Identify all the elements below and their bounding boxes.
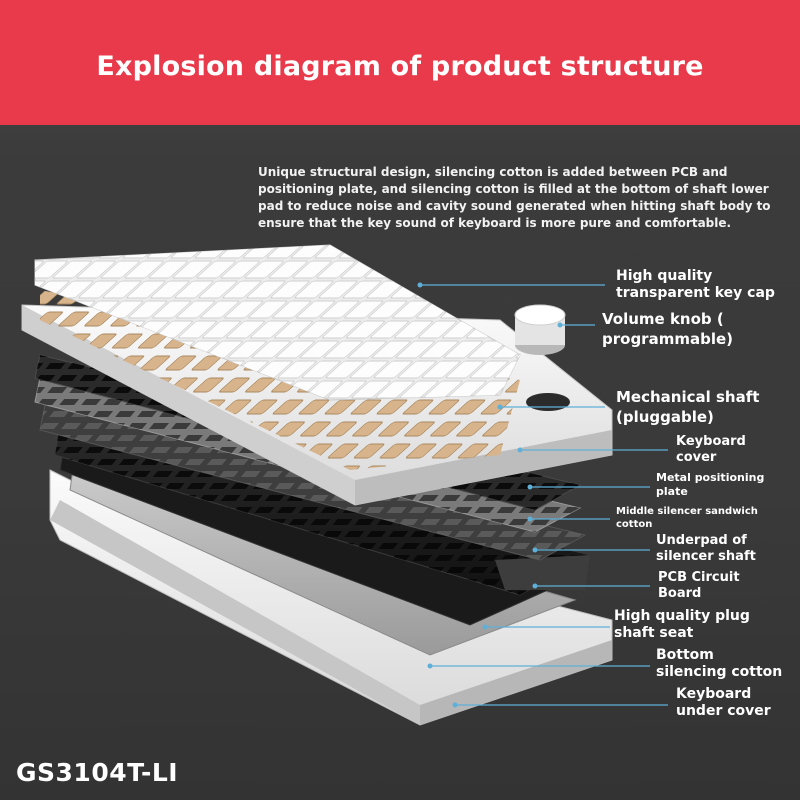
description-text: Unique structural design, silencing cott… <box>258 165 771 230</box>
key-caps <box>34 244 521 401</box>
page-title: Explosion diagram of product structure <box>96 51 704 82</box>
leader-dots <box>417 282 563 708</box>
label-volume-knob: Volume knob (programmable) <box>602 310 733 348</box>
label-mechanical-shaft: Mechanical shaft(pluggable) <box>616 388 760 426</box>
title-banner: Explosion diagram of product structure <box>0 0 800 125</box>
leader-lines <box>420 284 668 706</box>
model-number: GS3104T-LI <box>16 758 179 787</box>
volume-knob <box>514 304 566 355</box>
